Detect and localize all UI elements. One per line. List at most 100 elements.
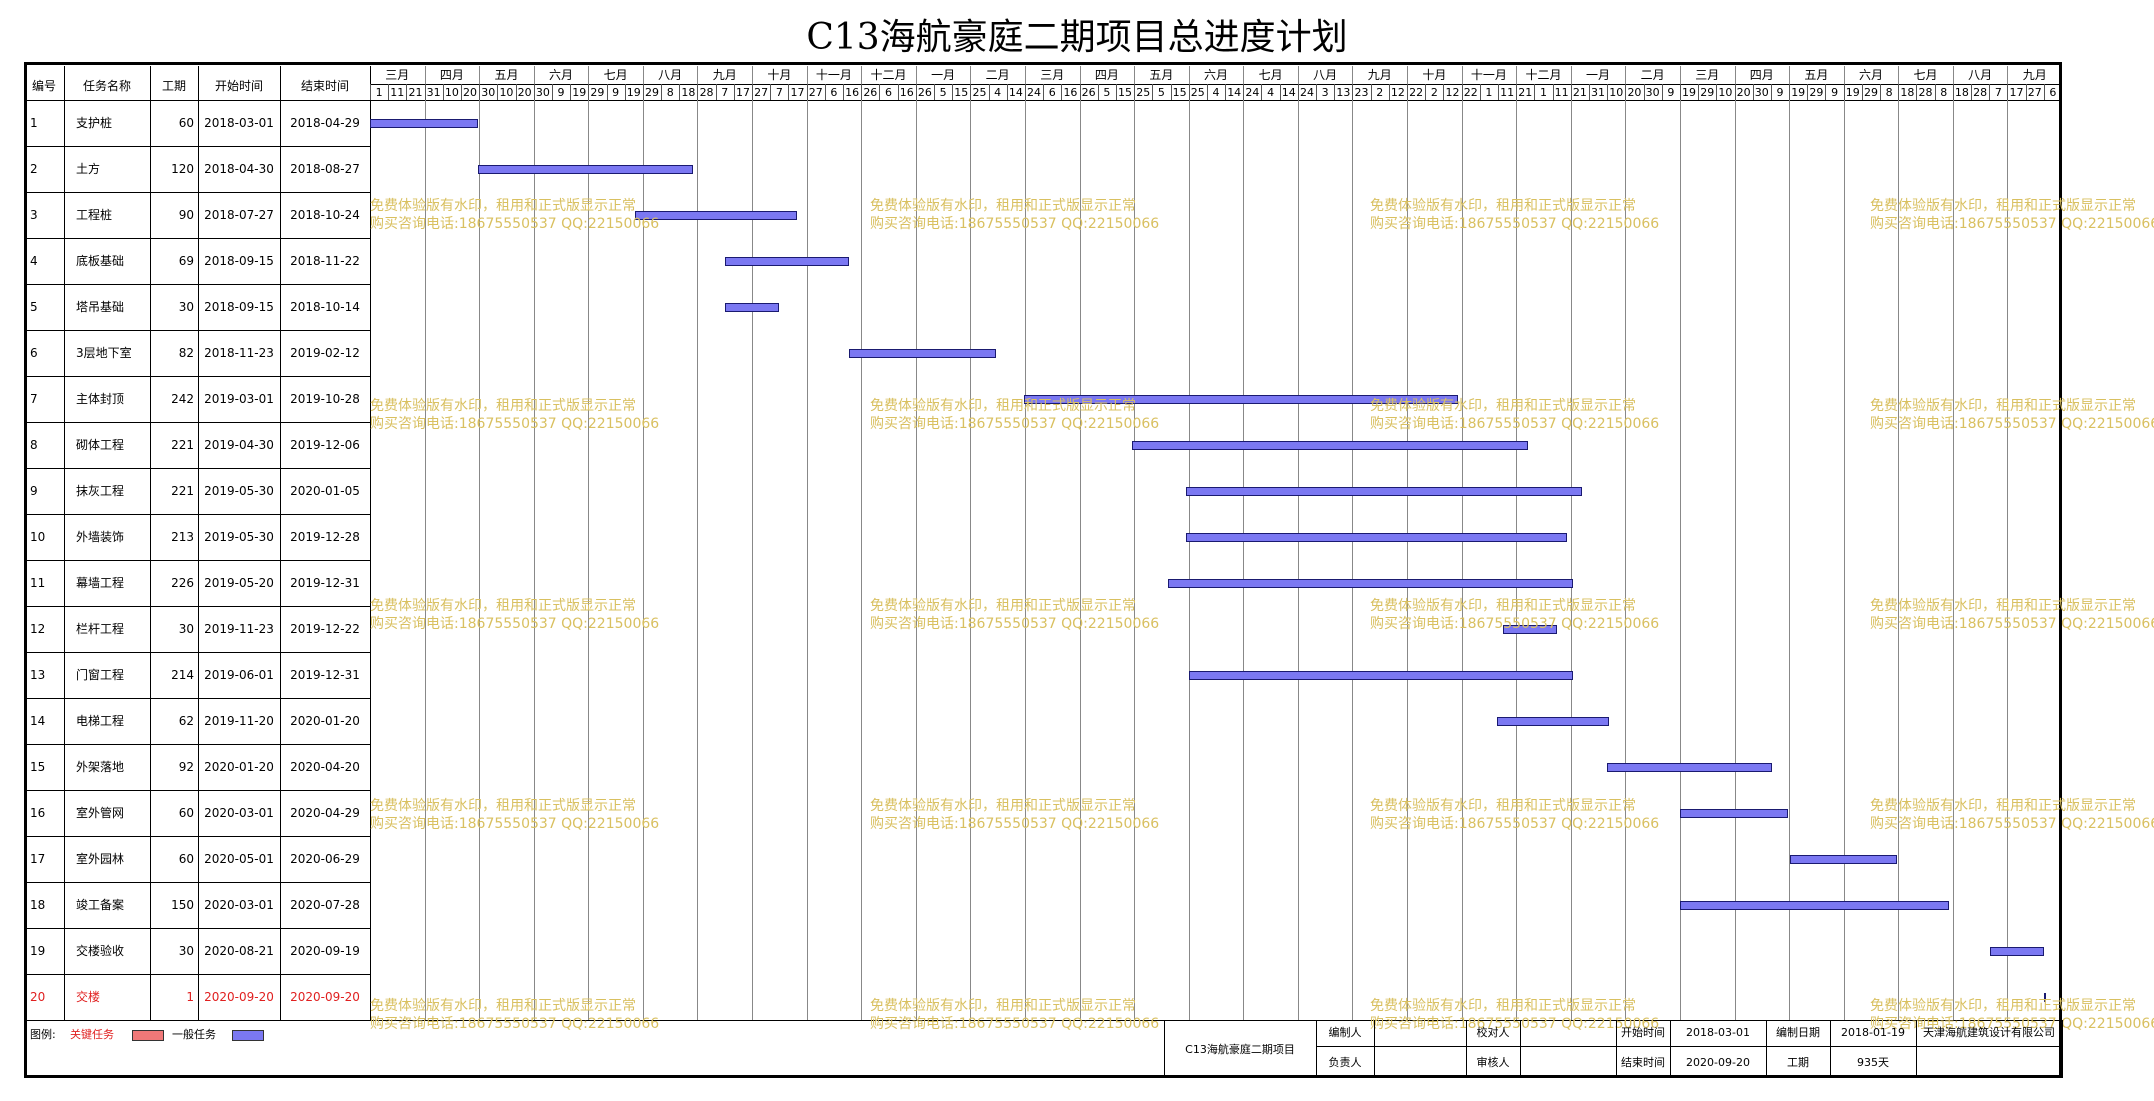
month-label: 七月 bbox=[1258, 68, 1283, 82]
month-gridline bbox=[1189, 66, 1190, 1020]
day-tick-label: 3 bbox=[1321, 86, 1329, 99]
month-gridline bbox=[1680, 66, 1681, 1020]
gantt-frame bbox=[24, 62, 2062, 1078]
task-bar[interactable] bbox=[1789, 855, 1898, 864]
day-tick-label: 1 bbox=[1485, 86, 1493, 99]
day-tick-label: 15 bbox=[1172, 86, 1187, 99]
task-end: 2020-04-20 bbox=[290, 760, 360, 774]
task-bar[interactable] bbox=[1024, 395, 1458, 404]
task-bar[interactable] bbox=[1497, 717, 1609, 726]
task-bar[interactable] bbox=[1990, 947, 2045, 956]
footer-company: 天津海航建筑设计有限公司 bbox=[1923, 1026, 2055, 1039]
day-tick-label: 19 bbox=[1791, 86, 1806, 99]
day-tick bbox=[788, 84, 789, 100]
task-end: 2018-04-29 bbox=[290, 116, 360, 130]
task-bar[interactable] bbox=[1185, 487, 1582, 496]
day-tick-label: 18 bbox=[1900, 86, 1915, 99]
month-label: 八月 bbox=[658, 68, 683, 82]
task-start: 2020-08-21 bbox=[204, 944, 274, 958]
day-tick bbox=[570, 84, 571, 100]
footer-divider bbox=[1520, 1020, 1521, 1078]
task-bar[interactable] bbox=[370, 119, 478, 128]
day-tick bbox=[807, 84, 808, 100]
task-start: 2020-03-01 bbox=[204, 898, 274, 912]
row-divider bbox=[24, 652, 370, 653]
day-tick bbox=[734, 84, 735, 100]
task-duration: 90 bbox=[178, 208, 194, 222]
task-bar[interactable] bbox=[724, 257, 849, 266]
task-name: 幕墙工程 bbox=[76, 576, 125, 590]
task-bar[interactable] bbox=[2044, 993, 2047, 1002]
month-label: 二月 bbox=[1640, 68, 1665, 82]
task-bar[interactable] bbox=[1131, 441, 1528, 450]
day-tick bbox=[479, 84, 480, 100]
day-tick-label: 7 bbox=[721, 86, 729, 99]
footer-divider bbox=[1766, 1020, 1767, 1078]
day-tick-label: 18 bbox=[681, 86, 696, 99]
task-start: 2019-04-30 bbox=[204, 438, 274, 452]
task-id: 3 bbox=[30, 208, 38, 222]
day-tick bbox=[1334, 84, 1335, 100]
task-bar[interactable] bbox=[1502, 625, 1557, 634]
footer-divider bbox=[1316, 1020, 1317, 1078]
month-gridline bbox=[534, 66, 535, 1020]
footer-start-value: 2018-03-01 bbox=[1686, 1026, 1750, 1039]
footer-date-value: 2018-01-19 bbox=[1841, 1026, 1905, 1039]
task-end: 2020-09-20 bbox=[290, 990, 360, 1004]
footer-divider bbox=[1616, 1020, 1617, 1078]
task-bar[interactable] bbox=[1680, 901, 1950, 910]
day-tick bbox=[1407, 84, 1408, 100]
task-start: 2020-05-01 bbox=[204, 852, 274, 866]
task-duration: 30 bbox=[178, 622, 194, 636]
day-tick-label: 10 bbox=[444, 86, 459, 99]
day-tick bbox=[1753, 84, 1754, 100]
task-id: 9 bbox=[30, 484, 38, 498]
month-label: 十月 bbox=[767, 68, 792, 82]
row-divider bbox=[24, 836, 370, 837]
task-bar[interactable] bbox=[1606, 763, 1772, 772]
day-tick bbox=[497, 84, 498, 100]
month-label: 八月 bbox=[1968, 68, 1993, 82]
day-tick bbox=[1989, 84, 1990, 100]
month-gridline bbox=[1352, 66, 1353, 1020]
task-bar[interactable] bbox=[848, 349, 996, 358]
task-end: 2019-12-22 bbox=[290, 622, 360, 636]
task-end: 2019-12-28 bbox=[290, 530, 360, 544]
day-tick-label: 4 bbox=[1267, 86, 1275, 99]
task-bar[interactable] bbox=[1185, 533, 1568, 542]
task-duration: 242 bbox=[171, 392, 194, 406]
day-tick-label: 19 bbox=[572, 86, 587, 99]
day-tick-label: 20 bbox=[1627, 86, 1642, 99]
month-label: 四月 bbox=[1094, 68, 1119, 82]
task-bar[interactable] bbox=[724, 303, 779, 312]
day-tick bbox=[1007, 84, 1008, 100]
task-bar[interactable] bbox=[635, 211, 797, 220]
row-divider bbox=[24, 330, 370, 331]
task-start: 2019-05-30 bbox=[204, 484, 274, 498]
footer-divider bbox=[2062, 1020, 2063, 1078]
task-bar[interactable] bbox=[477, 165, 693, 174]
task-bar[interactable] bbox=[1680, 809, 1788, 818]
task-end: 2020-01-20 bbox=[290, 714, 360, 728]
day-tick-label: 10 bbox=[1718, 86, 1733, 99]
day-tick-label: 26 bbox=[917, 86, 932, 99]
day-tick-label: 10 bbox=[499, 86, 514, 99]
day-tick-label: 24 bbox=[1027, 86, 1042, 99]
month-label: 十一月 bbox=[1470, 68, 1507, 82]
day-tick bbox=[1298, 84, 1299, 100]
column-divider bbox=[370, 66, 371, 1020]
day-tick bbox=[1080, 84, 1081, 100]
footer-checker-label: 校对人 bbox=[1476, 1026, 1510, 1039]
day-tick bbox=[1389, 84, 1390, 100]
task-id: 18 bbox=[30, 898, 46, 912]
day-tick-label: 6 bbox=[2049, 86, 2057, 99]
task-bar[interactable] bbox=[1189, 671, 1573, 680]
month-gridline bbox=[916, 66, 917, 1020]
task-bar[interactable] bbox=[1167, 579, 1573, 588]
day-tick-label: 27 bbox=[808, 86, 823, 99]
task-name: 主体封顶 bbox=[76, 392, 125, 406]
day-tick-label: 30 bbox=[1754, 86, 1769, 99]
row-divider bbox=[24, 146, 370, 147]
task-duration: 226 bbox=[171, 576, 194, 590]
row-divider bbox=[24, 468, 370, 469]
